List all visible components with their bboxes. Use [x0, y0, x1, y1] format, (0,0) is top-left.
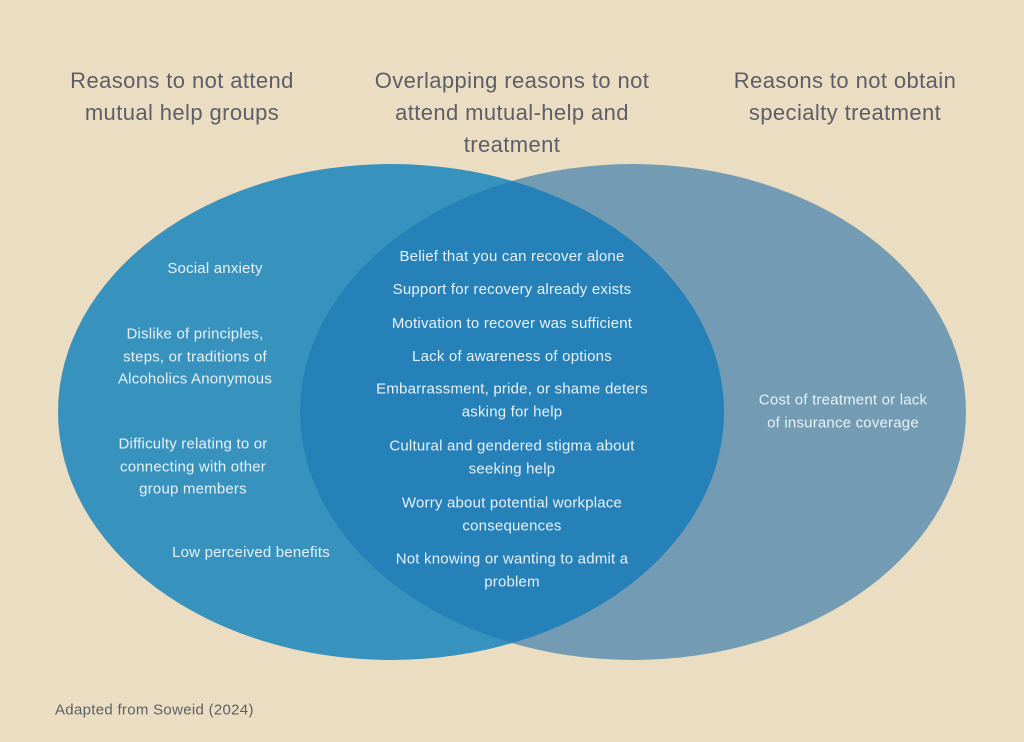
left-circle-item: Low perceived benefits: [172, 543, 330, 561]
overlap-item: Not knowing or wanting to admit a proble…: [395, 550, 629, 591]
overlap-item: Support for recovery already exists: [392, 280, 632, 298]
overlap-item: Embarrassment, pride, or shame deters as…: [376, 380, 648, 421]
overlap-item: Belief that you can recover alone: [399, 247, 625, 265]
overlap-item: Motivation to recover was sufficient: [391, 314, 633, 332]
overlap-item: Lack of awareness of options: [412, 347, 612, 365]
left-circle-heading: Reasons to not attend mutual help groups: [70, 68, 294, 125]
left-circle-item: Social anxiety: [167, 259, 263, 277]
overlap-lens-shape: [300, 164, 724, 660]
left-circle-item: Dislike of principles, steps, or traditi…: [117, 325, 273, 388]
right-circle-item: Cost of treatment or lack of insurance c…: [758, 391, 928, 432]
right-circle-heading: Reasons to not obtain specialty treatmen…: [733, 68, 957, 125]
source-credit: Adapted from Soweid (2024): [55, 701, 254, 719]
left-circle-item: Difficulty relating to or connecting wit…: [118, 435, 268, 498]
overlap-heading: Overlapping reasons to not attend mutual…: [374, 68, 650, 157]
overlap-item: Worry about potential workplace conseque…: [401, 494, 623, 535]
overlap-item: Cultural and gendered stigma about seeki…: [389, 437, 635, 478]
